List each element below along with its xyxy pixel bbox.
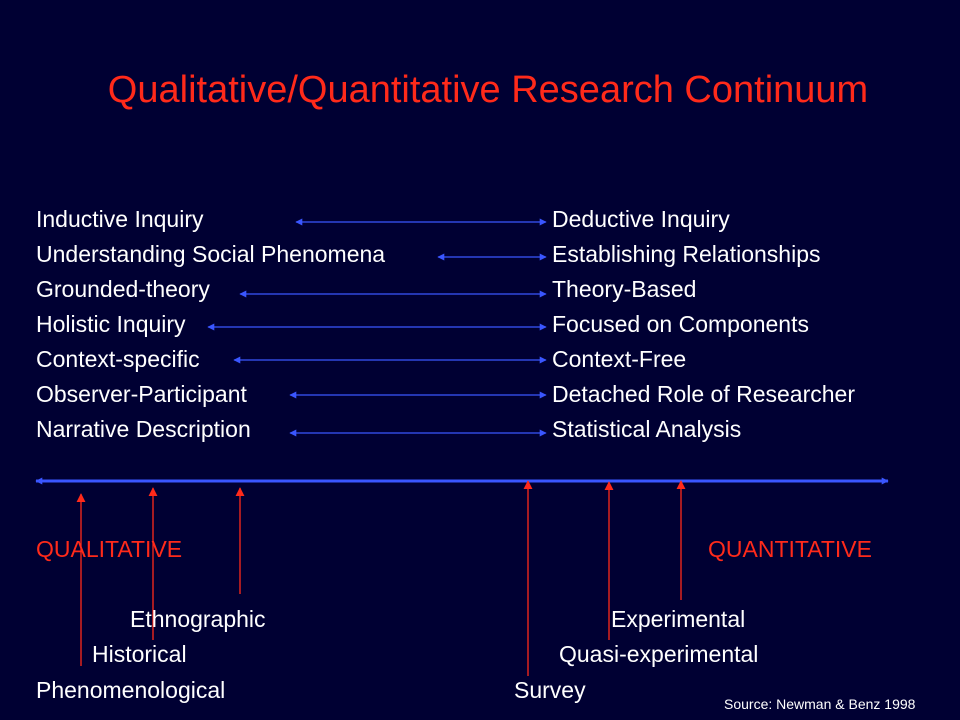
slide-title: Qualitative/Quantitative Research Contin…	[107, 69, 869, 111]
pair-left-observer: Observer-Participant	[36, 381, 247, 407]
pair-right-focused: Focused on Components	[552, 311, 809, 337]
method-phenomenological: Phenomenological	[36, 677, 226, 703]
pair-right-statistical: Statistical Analysis	[552, 416, 742, 442]
pair-left-understanding: Understanding Social Phenomena	[36, 241, 386, 267]
pair-left-inductive: Inductive Inquiry	[36, 206, 204, 232]
pair-left-holistic: Holistic Inquiry	[36, 311, 186, 337]
pair-right-deductive: Deductive Inquiry	[552, 206, 730, 232]
pair-right-context-free: Context-Free	[552, 346, 687, 372]
pair-left-grounded: Grounded-theory	[36, 276, 210, 302]
method-historical: Historical	[92, 641, 187, 667]
pair-left-narrative: Narrative Description	[36, 416, 251, 442]
method-ethnographic: Ethnographic	[130, 606, 266, 632]
pair-right-theory-based: Theory-Based	[552, 276, 697, 302]
source-citation: Source: Newman & Benz 1998	[724, 696, 916, 712]
pair-right-detached: Detached Role of Researcher	[552, 381, 855, 407]
qualitative-label: QUALITATIVE	[36, 536, 183, 562]
pair-right-establishing: Establishing Relationships	[552, 241, 821, 267]
method-survey: Survey	[514, 677, 586, 703]
method-quasi-experimental: Quasi-experimental	[559, 641, 759, 667]
method-experimental: Experimental	[611, 606, 746, 632]
quantitative-label: QUANTITATIVE	[708, 536, 872, 562]
pair-left-context-specific: Context-specific	[36, 346, 200, 372]
